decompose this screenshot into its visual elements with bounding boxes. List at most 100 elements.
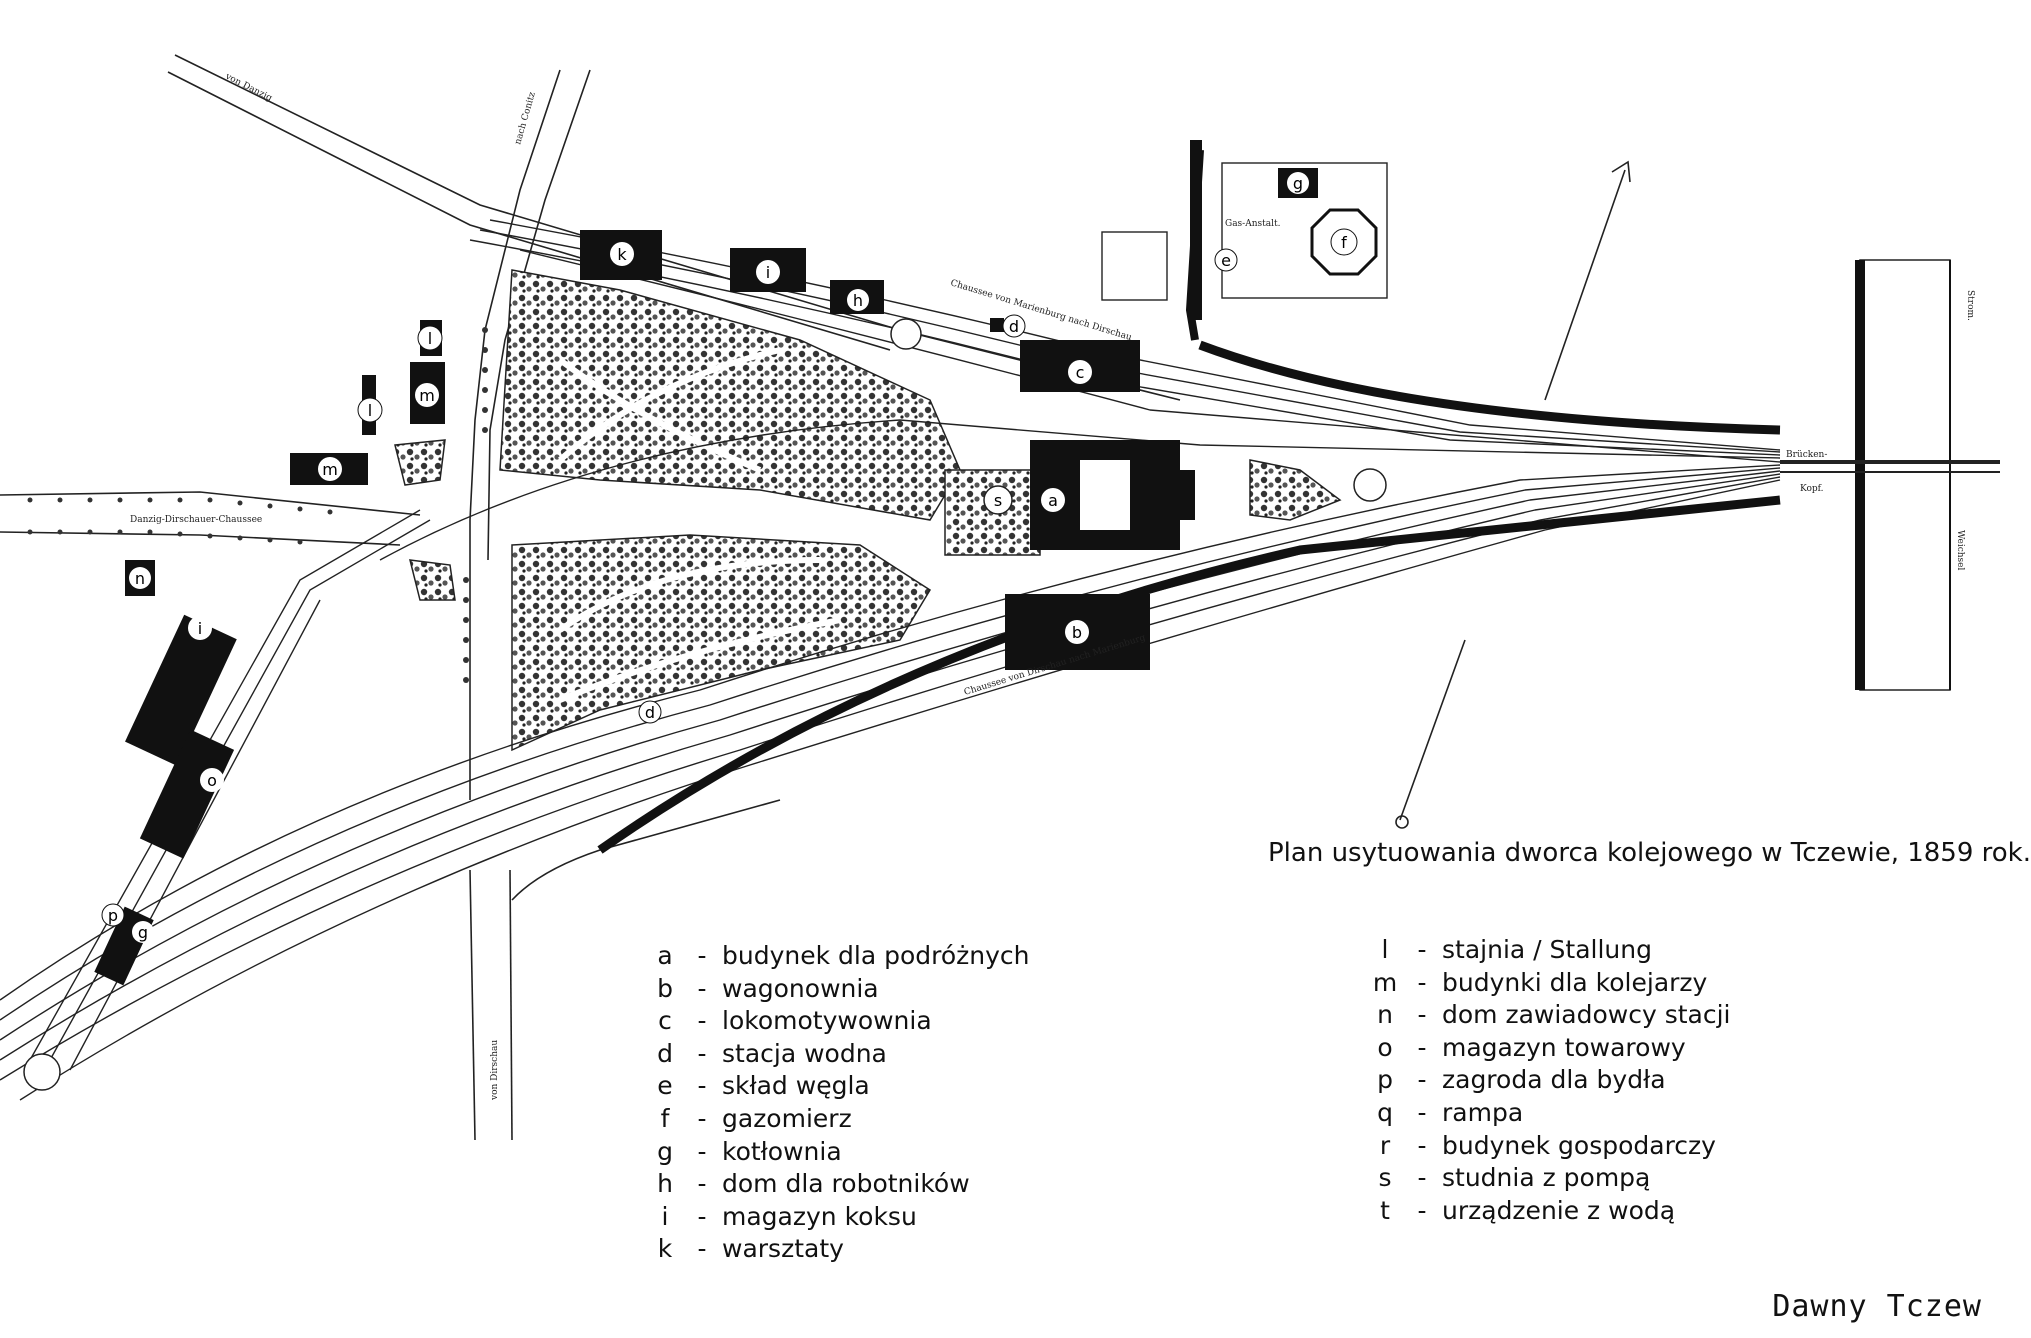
svg-text:n: n — [135, 569, 145, 588]
legend-key: h — [657, 1169, 673, 1199]
legend-text: warsztaty — [722, 1234, 844, 1264]
marker-d-south: d — [638, 700, 662, 724]
legend-item-l: l-stajnia / Stallung — [1368, 934, 1731, 967]
svg-text:g: g — [138, 923, 148, 942]
marker-m-lower: m — [318, 457, 342, 481]
legend-dash: - — [697, 941, 707, 970]
legend-key: p — [1377, 1065, 1393, 1095]
legend-item-f: f-gazomierz — [648, 1103, 1030, 1136]
svg-text:c: c — [1076, 363, 1085, 382]
legend-item-e: e-skład węgla — [648, 1070, 1030, 1103]
legend-key: d — [657, 1038, 673, 1068]
legend-text: budynki dla kolejarzy — [1442, 967, 1708, 997]
svg-text:i: i — [766, 263, 770, 282]
legend-item-m: m-budynki dla kolejarzy — [1368, 967, 1731, 1000]
legend-key: k — [657, 1234, 673, 1264]
legend-dash: - — [1417, 1032, 1427, 1062]
svg-text:s: s — [994, 491, 1002, 510]
svg-text:e: e — [1221, 251, 1231, 270]
marker-m-upper: m — [415, 383, 439, 407]
road-chaussee-west — [0, 491, 421, 516]
legend-key: g — [657, 1136, 673, 1166]
marker-h: h — [847, 289, 869, 311]
svg-text:a: a — [1048, 491, 1058, 510]
svg-text:b: b — [1072, 623, 1082, 642]
park-west-south — [409, 559, 456, 601]
legend-key: n — [1377, 1000, 1393, 1030]
park-paths — [558, 347, 841, 703]
svg-text:p: p — [108, 906, 118, 925]
building-e-chimney — [1190, 140, 1202, 320]
gas-works — [1101, 162, 1388, 301]
legend-text: dom dla robotników — [722, 1169, 970, 1199]
legend-item-n: n-dom zawiadowcy stacji — [1368, 999, 1731, 1032]
legend-dash: - — [1417, 935, 1427, 964]
label-von-danzig: von Danzig — [223, 71, 274, 104]
legend-text: wagonownia — [722, 973, 879, 1003]
svg-text:h: h — [853, 291, 863, 310]
legend-key: c — [658, 1006, 672, 1036]
legend-text: kotłownia — [722, 1136, 842, 1166]
marker-d-north: d — [1002, 314, 1026, 338]
legend-item-b: b-wagonownia — [648, 973, 1030, 1006]
turntables — [23, 318, 1387, 1091]
legend-text: budynek dla podróżnych — [722, 941, 1030, 970]
legend-text: budynek gospodarczy — [1442, 1130, 1716, 1160]
marker-l-upper: l — [417, 325, 443, 351]
svg-text:f: f — [1341, 233, 1347, 252]
road-chaussee-west-edge — [0, 531, 401, 546]
label-kopf: Kopf. — [1800, 484, 1824, 494]
legend-text: magazyn koksu — [722, 1201, 917, 1231]
marker-a: a — [1041, 488, 1065, 512]
legend-text: lokomotywownia — [722, 1006, 932, 1036]
label-strom: Strom. — [1965, 290, 1975, 321]
svg-text:m: m — [419, 386, 435, 405]
legend-dash: - — [1417, 1065, 1427, 1095]
park-south — [511, 534, 932, 752]
legend-key: e — [657, 1071, 673, 1101]
legend-dash: - — [1417, 1163, 1427, 1193]
vistula-river — [1780, 259, 2000, 691]
marker-b: b — [1065, 620, 1089, 644]
legend-item-d: d-stacja wodna — [648, 1038, 1030, 1071]
map-markers: k i h c b a s d d e f g l l m m n i o p … — [101, 172, 1358, 943]
legend-text: urządzenie z wodą — [1442, 1195, 1676, 1225]
marker-n: n — [129, 567, 151, 589]
label-danzig-chaussee: Danzig-Dirschauer-Chaussee — [130, 515, 262, 525]
marker-g-gas: g — [1287, 172, 1309, 194]
well-s — [983, 485, 1013, 515]
legend-key: r — [1379, 1130, 1391, 1160]
legend-item-g: g-kotłownia — [648, 1136, 1030, 1169]
legend-key: t — [1380, 1195, 1390, 1225]
legend-dash: - — [697, 1234, 707, 1264]
park-north — [499, 269, 961, 521]
label-von-dirschau: von Dirschau — [490, 1040, 500, 1101]
legend-key: q — [1377, 1097, 1393, 1127]
legend-key: f — [660, 1103, 670, 1133]
svg-text:d: d — [1009, 317, 1019, 336]
legend-item-t: t-urządzenie z wodą — [1368, 1195, 1731, 1228]
road-nach-conitz-edge — [487, 69, 591, 561]
legend-text: zagroda dla bydła — [1442, 1065, 1666, 1095]
legend-text: dom zawiadowcy stacji — [1442, 1000, 1731, 1030]
marker-e: e — [1214, 248, 1238, 272]
marker-l-lower: l — [357, 397, 383, 423]
svg-text:l: l — [428, 329, 432, 348]
marker-s: s — [994, 491, 1002, 510]
marker-o: o — [200, 768, 224, 792]
building-i-west — [125, 614, 237, 767]
legend-text: magazyn towarowy — [1442, 1032, 1686, 1062]
marker-p: p — [101, 903, 125, 927]
label-nach-conitz: nach Conitz — [513, 91, 538, 146]
road-von-dirschau — [469, 869, 476, 1141]
watermark-dawny-tczew: Dawny Tczew — [1772, 1289, 1982, 1324]
park-west-north — [394, 439, 446, 486]
road-von-dirschau-edge — [509, 869, 513, 1141]
legend-text: studnia z pompą — [1442, 1163, 1651, 1193]
legend-dash: - — [1417, 1000, 1427, 1030]
legend-item-c: c-lokomotywownia — [648, 1005, 1030, 1038]
marker-i-west: i — [188, 616, 212, 640]
label-bruecken: Brücken- — [1786, 450, 1827, 460]
